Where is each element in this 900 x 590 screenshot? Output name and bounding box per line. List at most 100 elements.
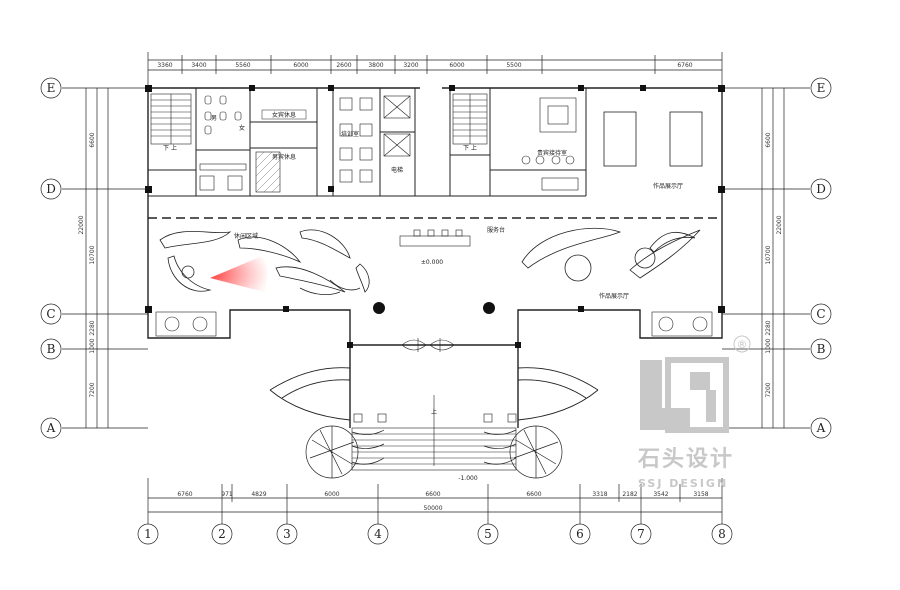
round-column [373,302,385,314]
dim-label: 2600 [336,62,351,69]
structural-columns [145,85,725,348]
right-axis-labels: E D C B A [816,81,826,435]
axis-bubble-label: 3 [283,527,291,541]
stair-right [452,93,488,145]
dim-label: 971 [221,491,233,498]
axis-bubble-label: 5 [484,527,492,541]
dim-label: 22000 [78,215,85,234]
showroom-top-label: 作品展示厅 [653,182,683,190]
up-arrow-label: 上 [431,408,437,416]
top-dimension-labels: 3360 3400 5560 6000 2600 3800 3200 6000 … [157,62,692,69]
axis-bubble-label: 1 [144,527,152,541]
toilet-fixtures [199,95,247,191]
left-dimension-labels: 6600 10700 2280 1000 7200 22000 [78,132,96,397]
registered-mark: ® [737,338,748,351]
hall-organic-sculptures [159,227,701,296]
training-room-label: 培训室 [341,130,359,138]
bottom-dimension-chain [137,478,733,545]
dim-label: 3158 [693,491,708,498]
dim-label: 1000 [765,338,772,353]
axis-bubble-label: C [46,307,55,321]
toilet-m-label: 男 [211,115,217,122]
dim-label: 2182 [622,491,637,498]
dim-label: 5560 [235,62,250,69]
bottom-dimension-labels: 6760 971 4829 6000 6600 6600 3318 2182 3… [177,491,708,512]
dim-label: 6600 [526,491,541,498]
stair-right-label: 下 上 [463,144,477,152]
dim-label: 3800 [368,62,383,69]
axis-bubble-label: 2 [218,527,226,541]
dim-label: 3360 [157,62,172,69]
top-dimension-chain [147,52,723,88]
dim-label: 2280 [89,320,96,335]
right-dimension-labels: 6600 10700 2280 1000 7200 22000 [765,132,783,397]
camera-view-marker [210,256,268,292]
dim-label: 7200 [89,382,96,397]
axis-bubble-label: D [816,182,826,196]
axis-bubble-label: E [47,81,56,95]
elevator-label: 电梯 [391,166,403,174]
axis-bubble-label: B [47,342,56,356]
office-a-label: 女宾休息 [272,111,296,119]
brand-english: SSJ DESIGN [638,477,728,490]
dim-label: 6760 [677,62,692,69]
office-b-label: 男宾休息 [272,153,296,161]
level-low-label: -1.000 [458,475,478,482]
dim-label: 6000 [293,62,308,69]
left-dimension-chain [40,77,148,439]
reception-furniture [521,97,579,191]
ssj-logo-icon [640,335,751,433]
axis-bubble-label: E [817,81,826,95]
dim-label: 5500 [506,62,521,69]
office-a-desk [261,109,307,120]
stair-left-label: 下 上 [163,144,177,152]
service-desk-label: 服务台 [487,226,505,234]
dim-label: 3200 [403,62,418,69]
round-column [483,302,495,314]
building-walls [147,87,723,428]
elevator-shafts [383,95,411,157]
entrance-door [401,338,455,352]
level-main-label: ±0.000 [421,259,443,266]
hatched-partition [255,151,281,193]
display-boards [603,111,703,167]
dim-total-label: 50000 [423,505,442,512]
stair-left [150,93,192,145]
brand-chinese: 石头设计 [637,447,734,472]
axis-bubble-label: B [817,342,826,356]
toilet-f-label: 女 [239,124,245,132]
hall-label: 休闲区域 [234,232,258,240]
axis-bubble-label: 7 [637,527,645,541]
axis-bubble-label: A [816,421,826,435]
dim-label: 6000 [449,62,464,69]
column-axis-labels: 1 2 3 4 5 6 7 8 [144,527,726,541]
entrance-steps [351,395,517,471]
dim-label: 3318 [592,491,607,498]
interior-walls [148,88,587,197]
axis-bubble-label: C [816,307,825,321]
dim-label: 10700 [765,245,772,264]
dim-label: 2280 [765,320,772,335]
service-desk [399,229,471,247]
curved-canopies [269,367,599,421]
training-desks [339,97,373,183]
dim-label: 6600 [425,491,440,498]
dim-label: 6600 [89,132,96,147]
dim-label: 6000 [324,491,339,498]
dim-label: 3400 [191,62,206,69]
axis-bubble-label: 8 [718,527,726,541]
right-dimension-chain [722,77,832,439]
dim-label: 6760 [177,491,192,498]
left-axis-labels: E D C B A [46,81,56,435]
dim-label: 1000 [89,338,96,353]
dim-label: 22000 [776,215,783,234]
axis-bubble-label: 4 [374,527,382,541]
landscape-trees [305,425,563,479]
dim-label: 7200 [765,382,772,397]
reception-label: 贵宾接待室 [537,149,567,157]
dim-label: 6600 [765,132,772,147]
showroom-right-label: 作品展示厅 [599,292,629,300]
dim-label: 4829 [251,491,266,498]
axis-bubble-label: 6 [576,527,584,541]
